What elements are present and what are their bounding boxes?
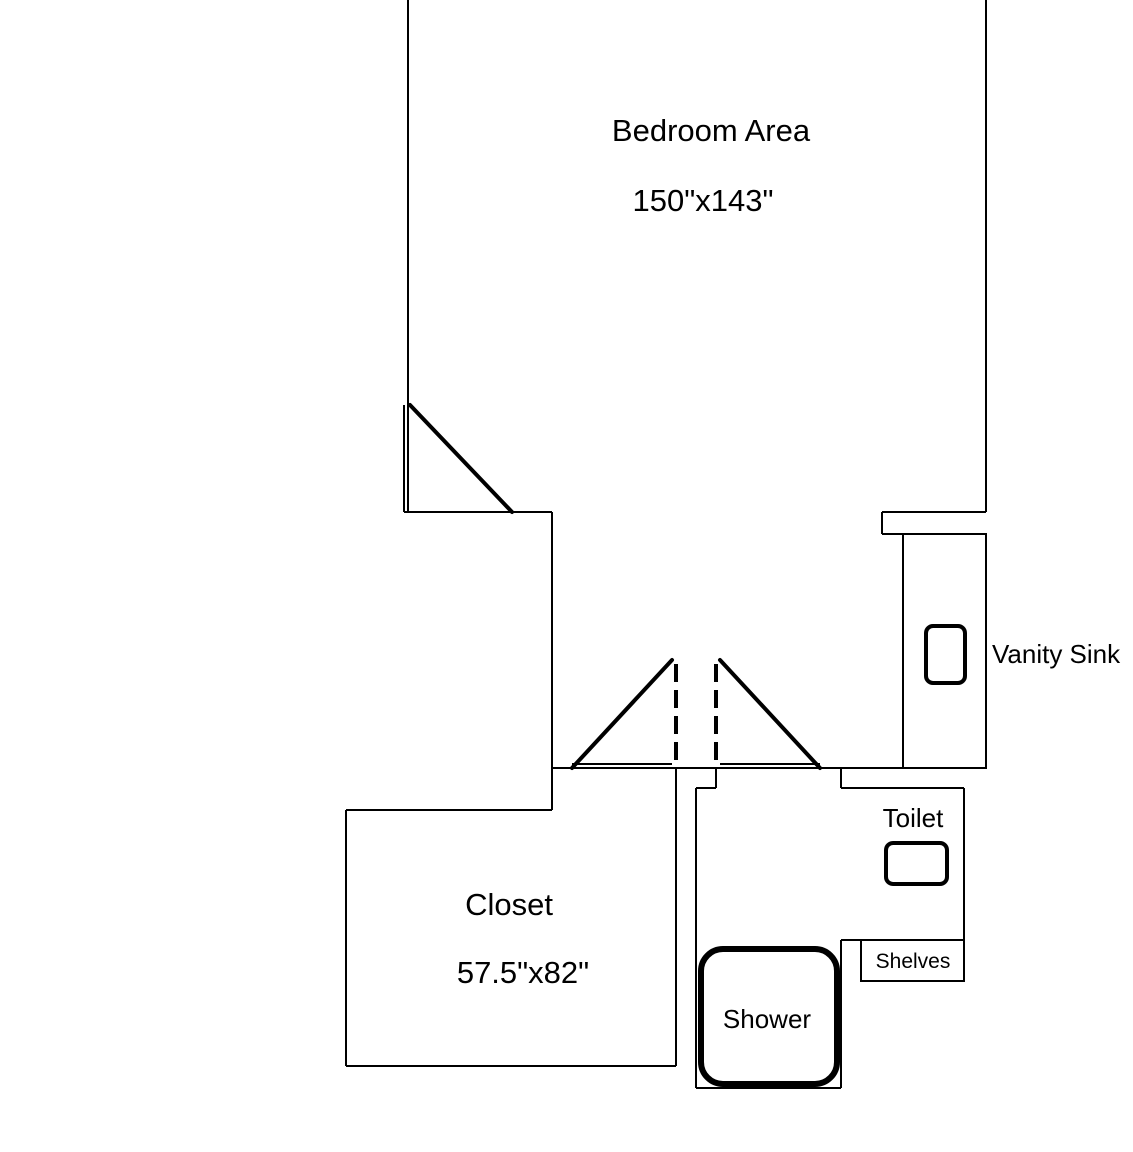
shelves-unit bbox=[860, 939, 965, 982]
vanity-counter bbox=[902, 533, 987, 769]
bedroom-walls bbox=[403, 0, 987, 810]
toilet-bowl bbox=[884, 841, 949, 886]
toilet-label: Toilet bbox=[883, 803, 944, 833]
shower-stall bbox=[698, 946, 840, 1087]
bedroom-label: Bedroom Area bbox=[612, 113, 811, 148]
double-doors bbox=[570, 658, 822, 770]
vanity-sink-basin bbox=[924, 624, 967, 685]
vanity-sink-label: Vanity Sink bbox=[992, 639, 1121, 669]
shower-label: Shower bbox=[723, 1004, 811, 1034]
bath-walls bbox=[572, 767, 986, 1089]
closet-dimensions: 57.5"x82" bbox=[457, 955, 589, 990]
shelves-label: Shelves bbox=[876, 950, 951, 973]
closet-label: Closet bbox=[465, 887, 553, 922]
closet-walls bbox=[345, 809, 676, 1067]
bedroom-door bbox=[408, 403, 514, 514]
bedroom-dimensions: 150"x143" bbox=[633, 183, 774, 218]
